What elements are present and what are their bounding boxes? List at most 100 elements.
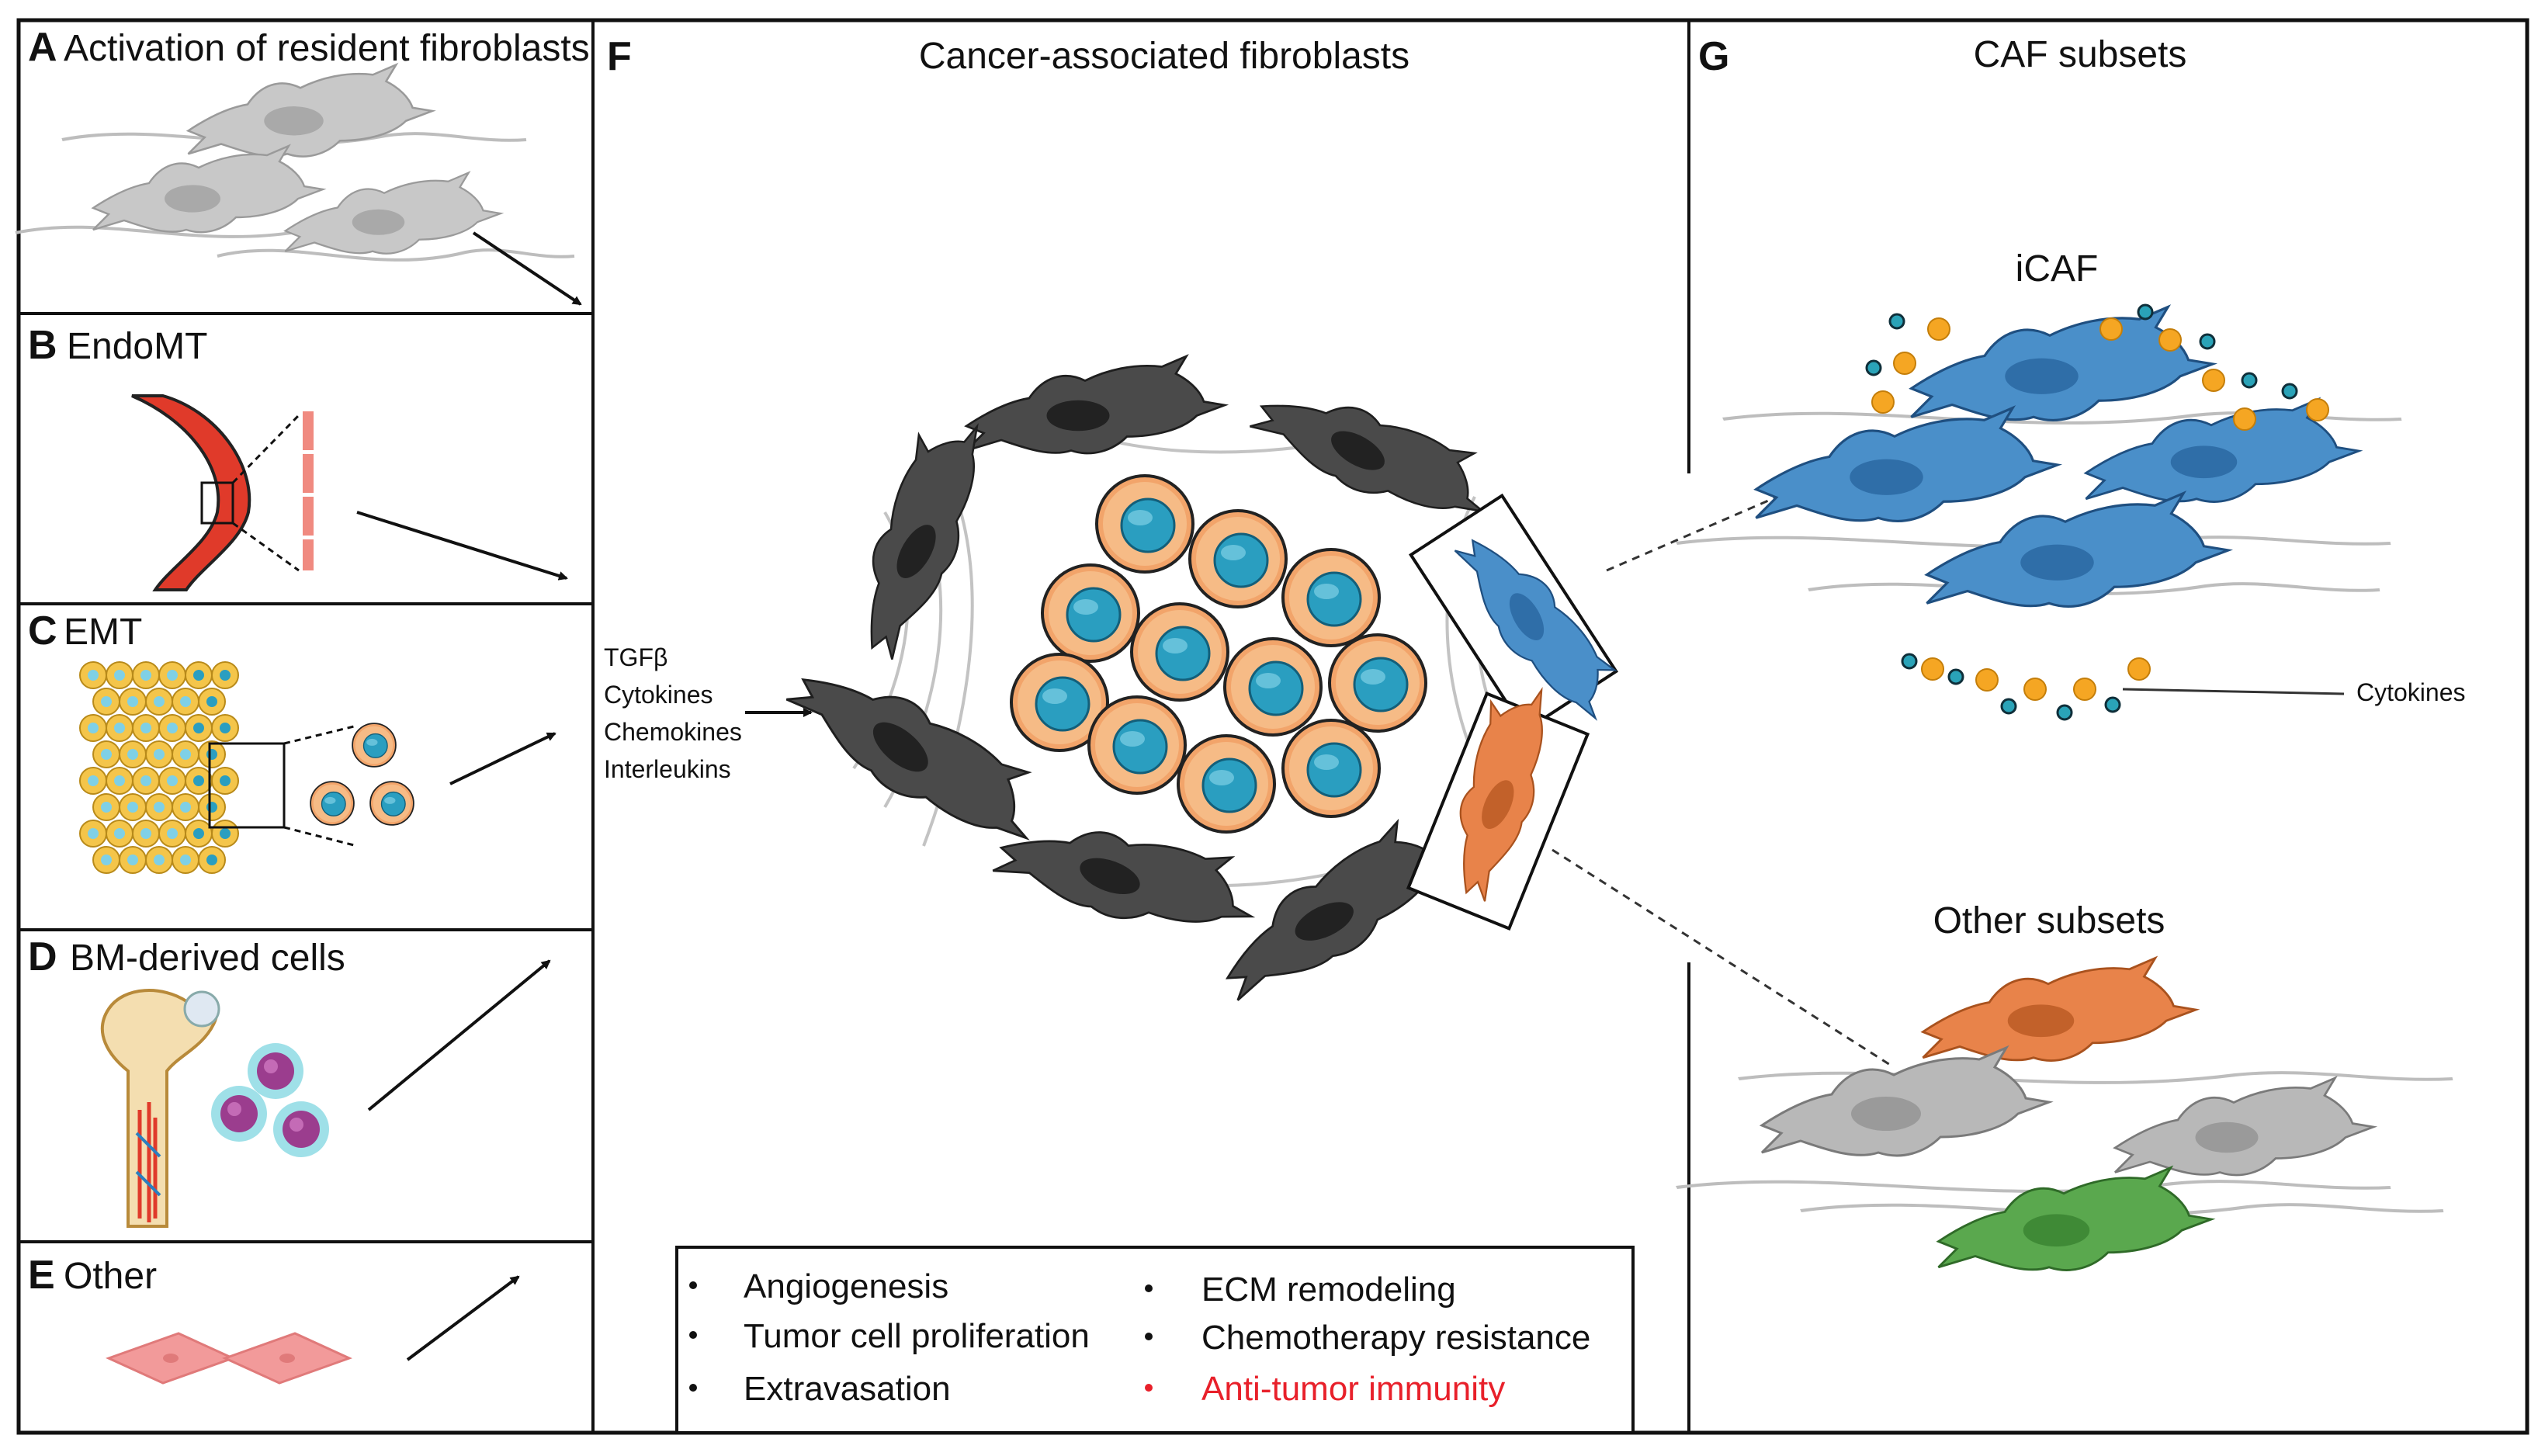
epithelial-cell xyxy=(185,767,213,795)
panel-f-title: Cancer-associated fibroblasts xyxy=(919,36,1409,77)
cytokine-row xyxy=(1901,653,2151,721)
panel-f-letter: F xyxy=(607,34,632,79)
epithelial-cell xyxy=(211,714,239,742)
other-subsets-label: Other subsets xyxy=(1933,900,2165,941)
epithelial-cell xyxy=(185,820,213,848)
emt-zoom-box xyxy=(208,742,286,829)
function-left-1: Angiogenesis xyxy=(744,1267,948,1305)
tumor-cell-cluster xyxy=(1010,474,1427,834)
epithelial-cell xyxy=(79,714,107,742)
panel-d-letter: D xyxy=(28,934,57,979)
mesenchymal-cells xyxy=(310,723,414,826)
epithelial-cell xyxy=(172,688,199,716)
epithelial-cell xyxy=(172,740,199,768)
panel-d-label: BM-derived cells xyxy=(70,938,345,979)
epithelial-cell xyxy=(198,740,226,768)
boxed-icaf xyxy=(1409,493,1632,740)
epithelial-cell xyxy=(145,688,173,716)
boxed-orange-caf xyxy=(1406,671,1590,931)
icaf-cells xyxy=(1754,305,2360,608)
epithelial-cell xyxy=(106,767,133,795)
epithelial-cell xyxy=(198,846,226,874)
function-left-2: Tumor cell proliferation xyxy=(744,1317,1090,1355)
panel-g-title: CAF subsets xyxy=(1974,34,2187,75)
panel-c-letter: C xyxy=(28,608,57,653)
panel-g-letter: G xyxy=(1698,34,1729,79)
epithelial-cell xyxy=(119,740,147,768)
panel-a-letter: A xyxy=(28,25,57,70)
epithelial-cell xyxy=(185,661,213,689)
cytokine-dots-top-teal xyxy=(1865,303,2298,400)
epithelial-cell xyxy=(158,820,186,848)
epithelial-cell xyxy=(198,688,226,716)
panel-b-label: EndoMT xyxy=(67,326,207,367)
epithelial-cell xyxy=(119,688,147,716)
epithelial-cell xyxy=(132,767,160,795)
epithelial-cell xyxy=(211,820,239,848)
epithelial-cell xyxy=(172,793,199,821)
femur-bone xyxy=(100,989,219,1228)
epithelial-cell xyxy=(145,793,173,821)
panel-a: A Activation of resident fibroblasts xyxy=(16,25,590,306)
panel-f: F Cancer-associated fibroblasts TGFβ Cyt… xyxy=(604,34,1895,1434)
cytokine-dots-top xyxy=(1871,317,2329,431)
vessel-zoom-box xyxy=(200,481,234,525)
arrow-c xyxy=(449,732,557,785)
panel-c-label: EMT xyxy=(64,612,142,653)
panel-d: D BM-derived cells xyxy=(28,934,551,1228)
epithelial-cell xyxy=(79,767,107,795)
functions-left: Angiogenesis Tumor cell proliferation Ex… xyxy=(689,1267,1090,1408)
panel-e-label: Other xyxy=(64,1256,157,1297)
blood-vessel xyxy=(131,394,251,591)
other-origin-cells xyxy=(106,1332,352,1385)
epithelial-cell xyxy=(158,714,186,742)
epithelial-cell xyxy=(106,820,133,848)
epithelial-cell xyxy=(92,688,120,716)
stimulus-3: Chemokines xyxy=(604,718,742,746)
stimuli-list: TGFβ Cytokines Chemokines Interleukins xyxy=(604,643,742,783)
function-right-3: Anti-tumor immunity xyxy=(1201,1370,1505,1408)
cytokines-label: Cytokines xyxy=(2356,678,2466,706)
connector-other xyxy=(1552,848,1895,1069)
panel-b-letter: B xyxy=(28,323,57,368)
stimulus-4: Interleukins xyxy=(604,755,731,783)
epithelial-cell xyxy=(172,846,199,874)
panel-e: E Other xyxy=(28,1253,520,1385)
other-subset-cells xyxy=(1760,957,2375,1271)
epithelial-cell xyxy=(132,661,160,689)
functions-box xyxy=(675,1246,1635,1434)
arrow-a xyxy=(472,231,582,306)
epithelial-cell xyxy=(211,767,239,795)
epithelial-cell xyxy=(106,661,133,689)
epithelial-cell xyxy=(92,740,120,768)
epithelial-cell xyxy=(119,793,147,821)
epithelial-cell xyxy=(185,714,213,742)
arrow-d xyxy=(367,959,551,1111)
arrow-b xyxy=(356,511,568,581)
epithelial-cell xyxy=(132,714,160,742)
function-left-3: Extravasation xyxy=(744,1370,951,1408)
panel-b: B EndoMT xyxy=(28,323,568,591)
panel-c: C EMT xyxy=(28,608,557,874)
epithelial-cell xyxy=(132,820,160,848)
epithelial-cell xyxy=(145,740,173,768)
epithelial-sheet xyxy=(79,661,239,874)
stimulus-2: Cytokines xyxy=(604,681,713,709)
arrow-e xyxy=(406,1275,520,1361)
epithelial-cell xyxy=(158,661,186,689)
epithelial-cell xyxy=(92,846,120,874)
epithelial-cell xyxy=(79,820,107,848)
bm-derived-cells xyxy=(211,1043,329,1157)
connector-icaf xyxy=(1606,495,1778,572)
panel-e-letter: E xyxy=(28,1253,55,1298)
functions-right: ECM remodeling Chemotherapy resistance A… xyxy=(1145,1271,1590,1408)
epithelial-cell xyxy=(158,767,186,795)
stimulus-1: TGFβ xyxy=(604,643,667,671)
epithelial-cell xyxy=(211,661,239,689)
panel-a-label: Activation of resident fibroblasts xyxy=(64,28,590,69)
function-right-1: ECM remodeling xyxy=(1201,1271,1456,1309)
epithelial-cell xyxy=(119,846,147,874)
epithelial-cell xyxy=(106,714,133,742)
epithelial-cell xyxy=(79,661,107,689)
